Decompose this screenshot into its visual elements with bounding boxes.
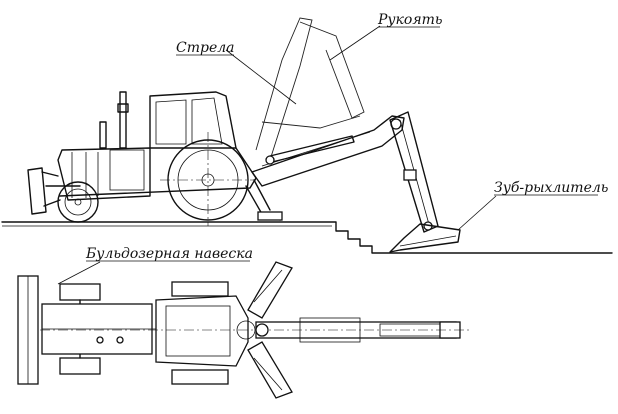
dozer-blade-side: [27, 167, 81, 215]
ripper-tooth-side: [389, 223, 461, 253]
cab-rear-wheels-top: [155, 281, 256, 385]
ripper-label: Зуб-рыхлитель: [494, 180, 608, 196]
ground-line: [1, 221, 613, 254]
boom-dipper-top: [40, 317, 470, 343]
callout-leaders: [57, 25, 497, 285]
dipper-label: Рукоять: [377, 12, 443, 28]
boom-working: [251, 115, 405, 187]
dipper-stick: [389, 111, 439, 233]
boom-raised-ghost: [255, 17, 365, 161]
hood-top: [41, 303, 200, 355]
dozer-attachment-label: Бульдозерная навеска: [85, 246, 253, 262]
outriggers-top: [247, 261, 293, 399]
dozer-blade-top: [17, 275, 39, 385]
boom-label: Стрела: [176, 40, 235, 56]
top-view: [17, 261, 470, 399]
outrigger-side: [245, 179, 283, 221]
side-view: [1, 17, 613, 285]
tractor-body-side: [57, 91, 257, 226]
front-axle-top: [59, 283, 101, 375]
